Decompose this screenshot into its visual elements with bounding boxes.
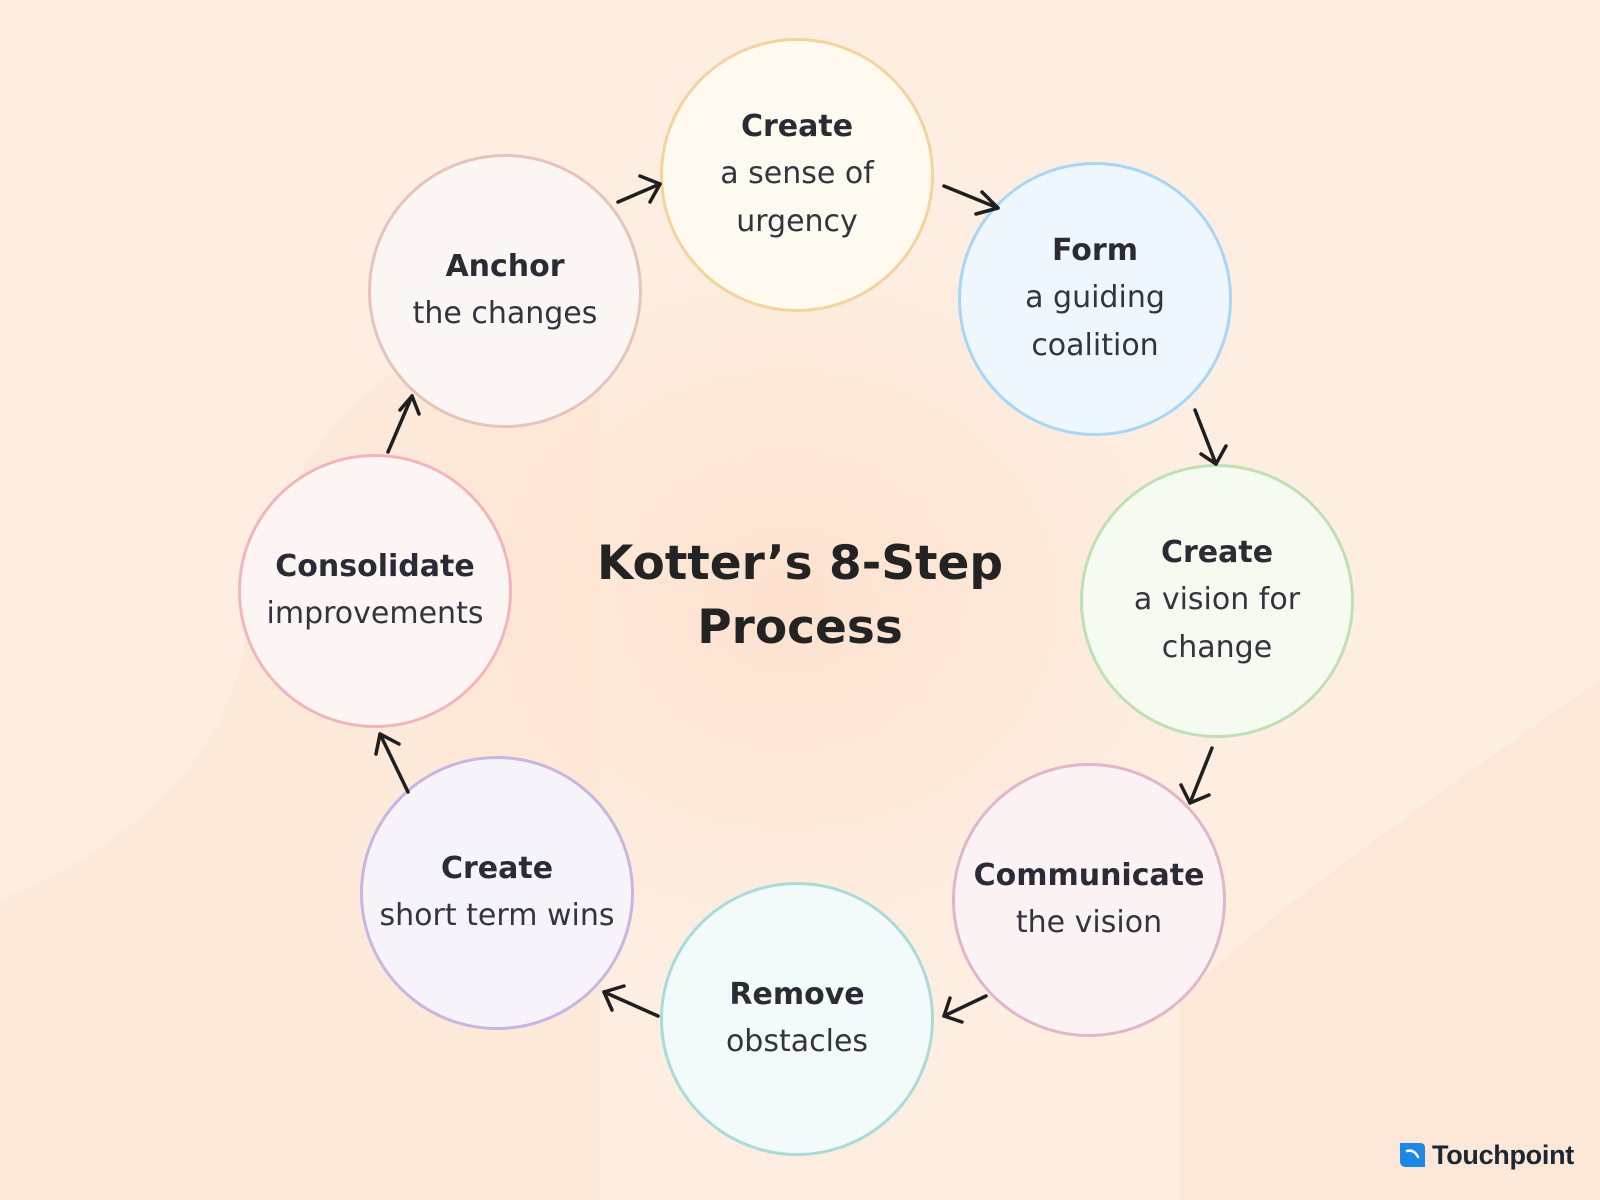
step-2-desc: a guiding coalition xyxy=(1025,280,1165,363)
step-3-title: Create xyxy=(1160,535,1274,570)
step-4-communicate-vision: Communicate the vision xyxy=(952,763,1226,1037)
step-2-form-coalition: Form a guiding coalition xyxy=(958,162,1232,436)
step-4-title: Communicate xyxy=(973,858,1205,893)
arrow-step-1-to-2 xyxy=(942,184,1000,216)
step-2-title: Form xyxy=(1052,233,1138,268)
arrow-step-5-to-6 xyxy=(602,984,660,1018)
arrow-step-6-to-7 xyxy=(374,732,410,794)
step-5-remove-obstacles: Remove obstacles xyxy=(660,882,934,1156)
brand-logo: Touchpoint xyxy=(1398,1138,1574,1172)
step-8-title: Anchor xyxy=(445,249,565,284)
step-3-desc: a vision for change xyxy=(1133,582,1301,665)
arrow-step-4-to-5 xyxy=(942,994,988,1024)
step-6-title: Create xyxy=(440,851,554,886)
step-1-desc: a sense of urgency xyxy=(720,156,874,239)
step-5-title: Remove xyxy=(729,977,865,1012)
step-5-desc: obstacles xyxy=(725,1024,869,1059)
step-6-desc: short term wins xyxy=(379,898,615,933)
step-3-create-vision: Create a vision for change xyxy=(1080,464,1354,738)
brand-name: Touchpoint xyxy=(1432,1139,1574,1170)
step-1-title: Create xyxy=(740,109,854,144)
touchpoint-logo-icon xyxy=(1400,1143,1425,1167)
arrow-step-3-to-4 xyxy=(1179,746,1214,805)
arrow-step-7-to-8 xyxy=(386,394,421,454)
arrow-step-8-to-1 xyxy=(616,174,662,204)
step-8-desc: the changes xyxy=(412,296,598,331)
step-4-desc: the vision xyxy=(1015,905,1163,940)
step-7-desc: improvements xyxy=(266,596,484,631)
step-6-short-term-wins: Create short term wins xyxy=(360,756,634,1030)
arrow-step-2-to-3 xyxy=(1193,408,1228,466)
step-1-create-urgency: Create a sense of urgency xyxy=(660,38,934,312)
step-8-anchor-changes: Anchor the changes xyxy=(368,154,642,428)
step-7-consolidate-improvements: Consolidate improvements xyxy=(238,454,512,728)
step-7-title: Consolidate xyxy=(275,549,475,584)
diagram-title: Kotter’s 8-Step Process xyxy=(596,536,1004,655)
